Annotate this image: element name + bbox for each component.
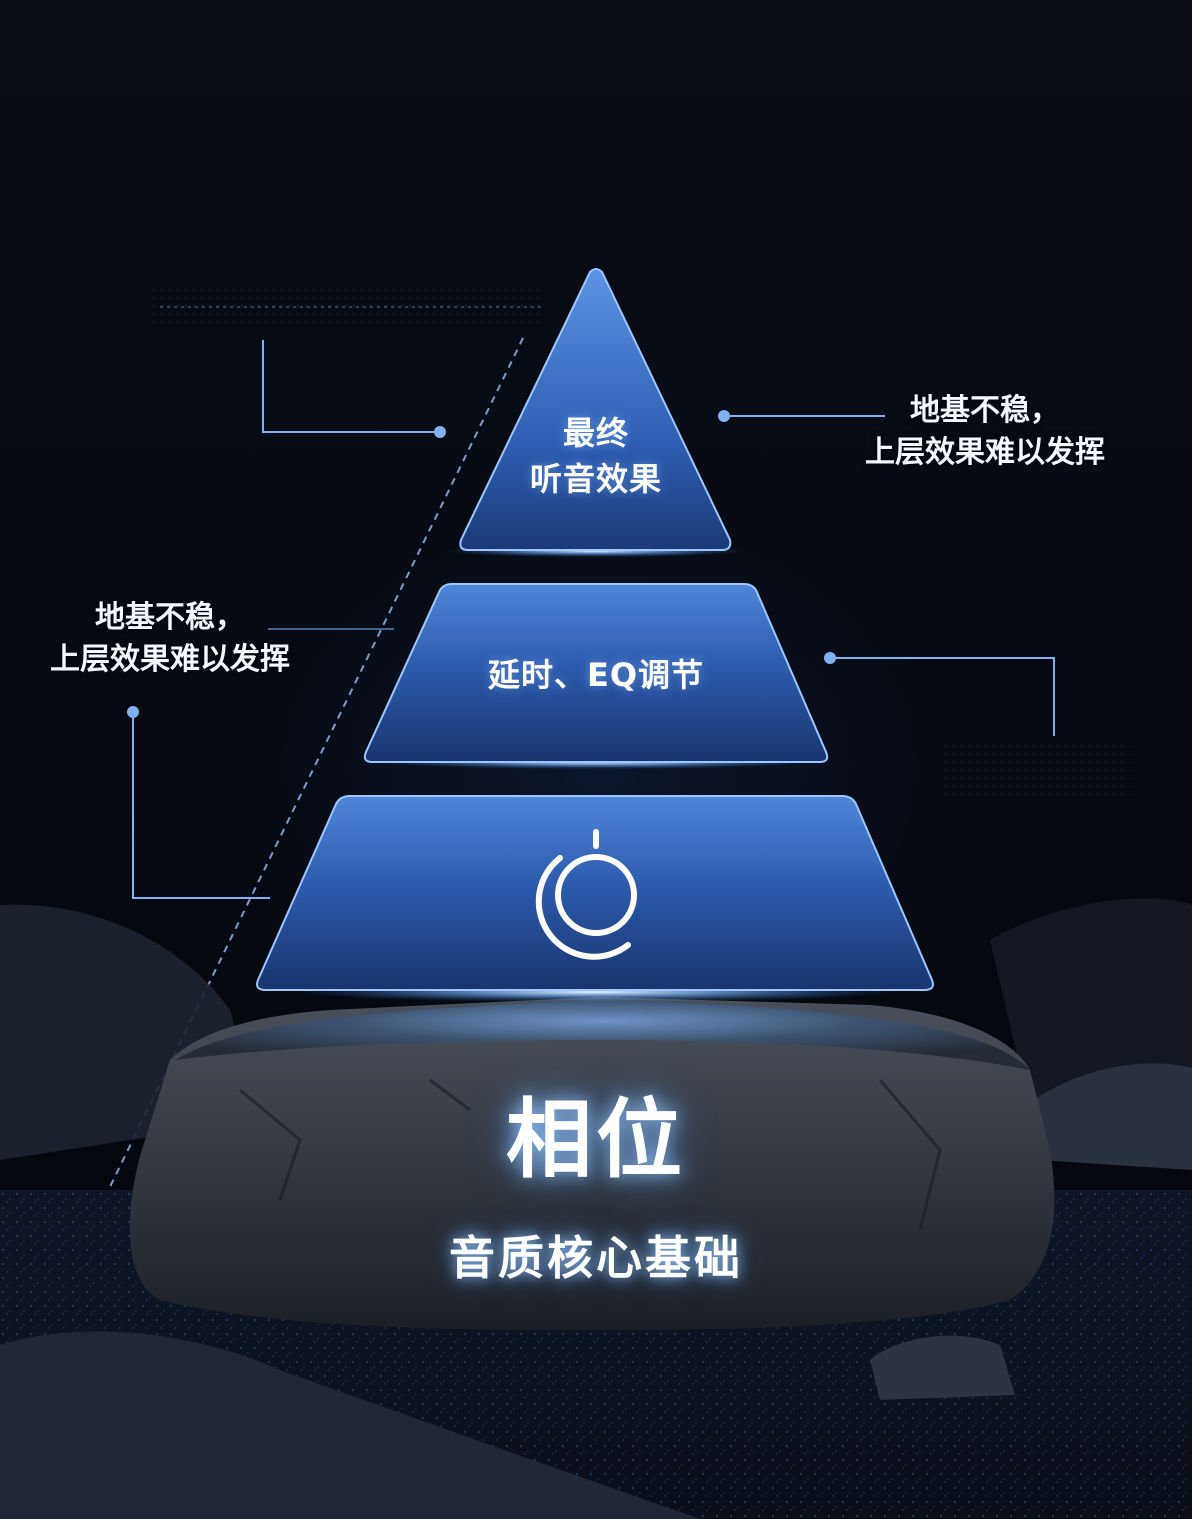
top-tier-label: 最终 听音效果 xyxy=(486,410,706,502)
pebble-right xyxy=(870,1335,1015,1400)
connector-right-top xyxy=(718,410,885,422)
dot-texture-top xyxy=(150,283,540,323)
note-right-top: 地基不稳， 上层效果难以发挥 xyxy=(840,390,1130,474)
background-rock-right xyxy=(990,898,1192,1110)
foundation-title: 相位 xyxy=(506,1090,686,1190)
note-left-middle-line1: 地基不稳， xyxy=(95,600,245,635)
top-tier-line1: 最终 xyxy=(562,414,629,452)
note-left-middle-line2: 上层效果难以发挥 xyxy=(50,642,290,677)
rock-cracks xyxy=(239,1078,942,1231)
note-right-top-line1: 地基不稳， xyxy=(910,393,1060,428)
connector-right-middle xyxy=(824,652,1055,736)
foundation-subtitle: 音质核心基础 xyxy=(449,1231,743,1285)
foundation-rock-top xyxy=(175,1000,1030,1070)
connector-left-bottom xyxy=(127,706,270,899)
foundation-rock xyxy=(129,997,1055,1330)
foreground-rock-left xyxy=(0,1331,700,1519)
pyramid-tier-top xyxy=(459,268,732,551)
middle-tier-label: 延时、EQ调节 xyxy=(487,656,705,694)
note-right-top-line2: 上层效果难以发挥 xyxy=(865,435,1105,470)
pyramid-tier-bottom xyxy=(256,795,934,991)
connector-top-left xyxy=(262,340,446,438)
dial-knob-icon xyxy=(535,829,637,960)
small-rock-right xyxy=(1020,1063,1192,1170)
dot-texture-right xyxy=(940,740,1130,800)
dashed-guide-line xyxy=(87,337,524,1233)
pyramid-tier-middle xyxy=(363,583,829,763)
top-tier-line2: 听音效果 xyxy=(529,460,662,498)
note-left-middle: 地基不稳， 上层效果难以发挥 xyxy=(25,597,315,681)
